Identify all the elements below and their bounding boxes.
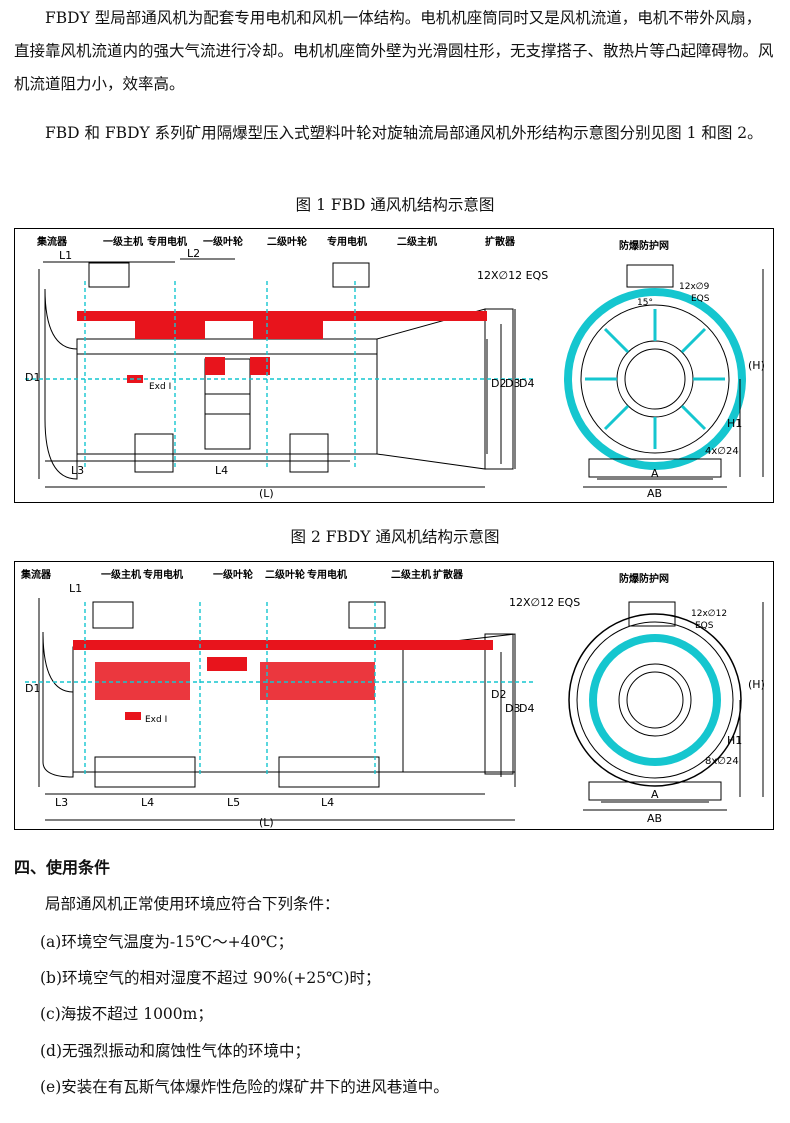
fig1-dim-L4: L4 (215, 464, 228, 477)
figure-1-caption: 图 1 FBD 通风机结构示意图 (295, 196, 495, 214)
condition-item: (c)海拔不超过 1000m； (40, 1005, 213, 1023)
fig1-label-special-motor2: 专用电机 (327, 235, 367, 248)
fig2-dim-D2: D2 (491, 688, 506, 701)
fig1-label-impeller2: 二级叶轮 (267, 235, 307, 248)
fig1-label-special-motor1: 专用电机 (147, 235, 187, 248)
fig1-label-guard: 防爆防护网 (619, 239, 669, 252)
condition-item: (a)环境空气温度为-15℃～+40℃； (40, 933, 294, 951)
fig2-dim-A: A (651, 788, 659, 801)
fig2-label-collector: 集流器 (20, 568, 52, 581)
fig2-dim-L4b: L4 (321, 796, 334, 809)
fig2-dim-D3: D3 (505, 702, 520, 715)
fig2-dim-L5: L5 (227, 796, 240, 809)
fig1-dim-L1: L1 (59, 249, 72, 262)
fig1-label-motor1: 一级主机 (103, 235, 143, 248)
fig1-dim-D2: D2 (491, 377, 506, 390)
condition-item: (d)无强烈振动和腐蚀性气体的环境中； (40, 1042, 311, 1060)
fig2-label-motor1: 一级主机 (101, 568, 141, 581)
fbdy-fan-schematic: 集流器 一级主机 专用电机 一级叶轮 二级叶轮 专用电机 二级主机 扩散器 防爆… (20, 568, 765, 829)
fig1-label-holes: 12X∅12 EQS (477, 269, 548, 282)
fig2-dim-L: (L) (259, 816, 274, 829)
intro-paragraph-2: FBD 和 FBDY 系列矿用隔爆型压入式塑料叶轮对旋轴流局部通风机外形结构示意… (45, 124, 763, 142)
condition-item: (b)环境空气的相对湿度不超过 90%(+25℃)时； (40, 969, 381, 987)
fig1-label-feet: 4x∅24 (705, 446, 739, 457)
fig1-label-diffuser: 扩散器 (485, 235, 516, 248)
fig2-dim-H: (H) (748, 678, 765, 691)
figure-1-drawing: 集流器 一级主机 专用电机 一级叶轮 二级叶轮 专用电机 二级主机 扩散器 防爆… (14, 228, 774, 503)
fig1-label-exmark: Exd I (149, 382, 171, 392)
fig2-dim-AB: AB (647, 812, 662, 825)
fig2-label-impeller1: 一级叶轮 (213, 568, 253, 581)
figure-2-caption: 图 2 FBDY 通风机结构示意图 (290, 528, 500, 546)
fig1-label-eqs: EQS (691, 294, 710, 304)
fig1-dim-D1: D1 (25, 371, 40, 384)
fig2-dim-L3: L3 (55, 796, 68, 809)
fbd-fan-schematic: 集流器 一级主机 专用电机 一级叶轮 二级叶轮 专用电机 二级主机 扩散器 防爆… (25, 235, 765, 500)
fig2-label-eqs: EQS (695, 621, 714, 631)
fig2-label-impeller2: 二级叶轮 (265, 568, 305, 581)
condition-item: (e)安装在有瓦斯气体爆炸性危险的煤矿井下的进风巷道中。 (40, 1078, 449, 1096)
fig2-label-special-motor1: 专用电机 (143, 568, 183, 581)
fig2-dim-H1: H1 (727, 734, 742, 747)
fig2-dim-D4: D4 (519, 702, 534, 715)
fig1-dim-D4: D4 (519, 377, 534, 390)
fig2-label-exmark: Exd I (145, 715, 167, 725)
fig1-label-collector: 集流器 (36, 235, 68, 248)
fig2-label-special-motor2: 专用电机 (307, 568, 347, 581)
fig2-label-diffuser: 扩散器 (433, 568, 464, 581)
fig2-label-motor2: 二级主机 (391, 568, 431, 581)
fig1-dim-D3: D3 (505, 377, 520, 390)
fig2-dim-L4a: L4 (141, 796, 154, 809)
fig2-label-guard: 防爆防护网 (619, 572, 669, 585)
fig1-dim-AB: AB (647, 487, 662, 500)
fig2-dim-L1: L1 (69, 582, 82, 595)
figure-2-drawing: 集流器 一级主机 专用电机 一级叶轮 二级叶轮 专用电机 二级主机 扩散器 防爆… (14, 561, 774, 830)
fig1-dim-L: (L) (259, 487, 274, 500)
fig1-dim-A: A (651, 467, 659, 480)
fig2-label-feet: 8x∅24 (705, 756, 739, 767)
fig1-label-motor2: 二级主机 (397, 235, 437, 248)
fig1-dim-H: (H) (748, 359, 765, 372)
fig1-dim-L2: L2 (187, 247, 200, 260)
fig1-dim-L3: L3 (71, 464, 84, 477)
section-4-title: 四、使用条件 (14, 858, 111, 877)
fig1-label-holes-side: 12x∅9 (679, 282, 710, 292)
fig1-dim-H1: H1 (727, 417, 742, 430)
section-4-lead: 局部通风机正常使用环境应符合下列条件： (45, 895, 340, 913)
fig2-label-holes-side: 12x∅12 (691, 609, 727, 619)
fig2-dim-D1: D1 (25, 682, 40, 695)
fig1-label-impeller1: 一级叶轮 (203, 235, 243, 248)
intro-paragraph-1: FBDY 型局部通风机为配套专用电机和风机一体结构。电机机座筒同时又是风机流道，… (14, 9, 774, 93)
fig1-label-angle: 15° (637, 298, 653, 308)
fig2-label-holes: 12X∅12 EQS (509, 596, 580, 609)
